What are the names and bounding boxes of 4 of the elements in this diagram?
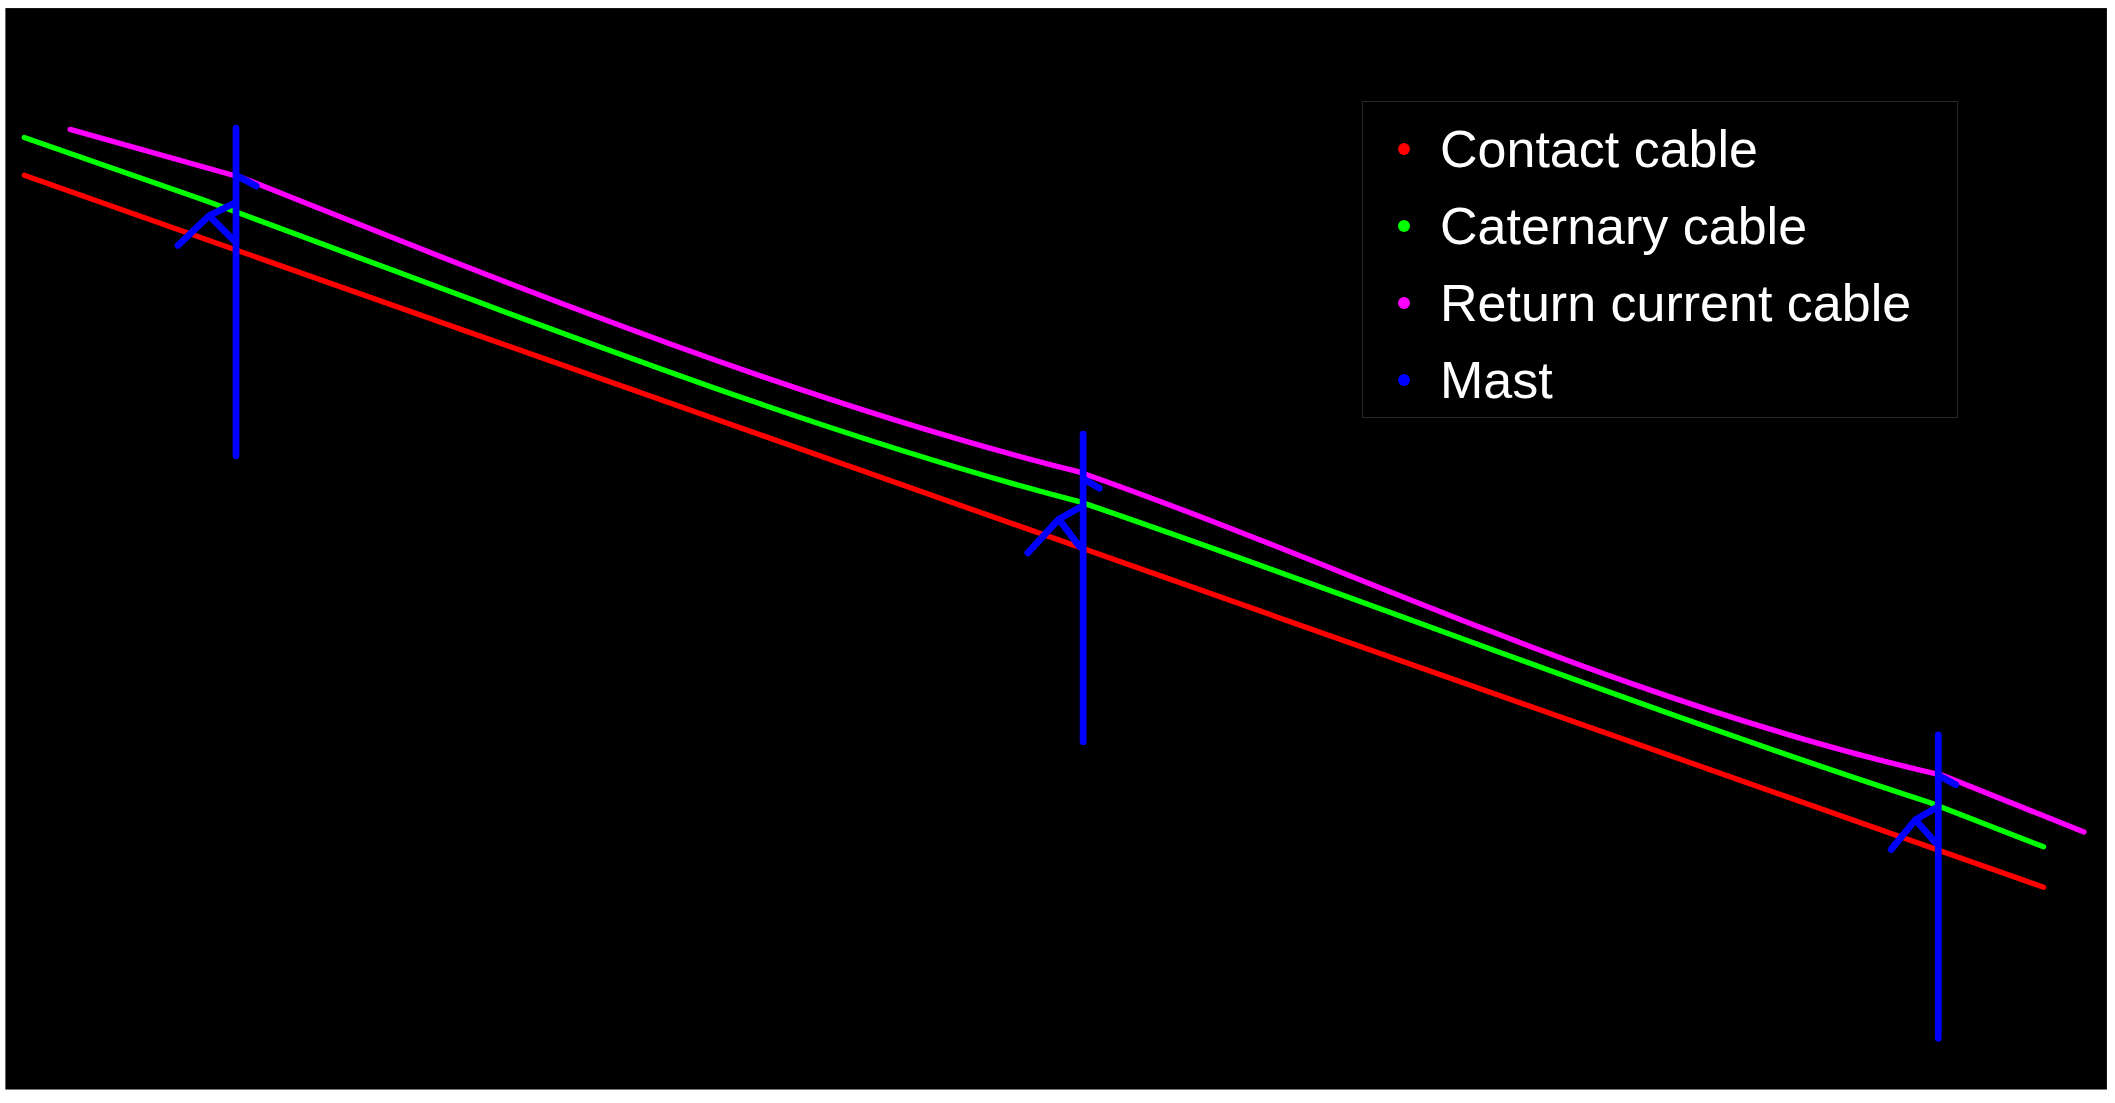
legend-label: Caternary cable	[1440, 196, 1808, 256]
legend-label: Contact cable	[1440, 119, 1758, 179]
legend-label: Mast	[1440, 350, 1553, 410]
legend-label: Return current cable	[1440, 273, 1912, 333]
